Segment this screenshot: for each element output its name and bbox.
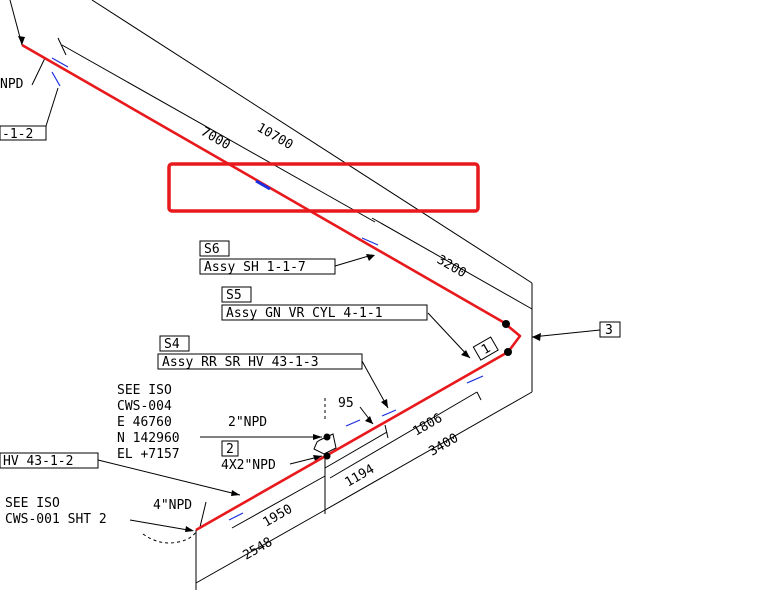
coord-n: N 142960 [117, 431, 180, 446]
tick-marks [51, 57, 484, 521]
fitting-node [323, 452, 331, 460]
ref-hv-label: HV 43-1-2 [3, 454, 73, 469]
dimension-lines [9, 0, 601, 590]
see-iso-label: SEE ISO [117, 383, 172, 398]
tag-s5: S5 [226, 288, 242, 303]
fitting-node [504, 348, 512, 356]
reducer-symbol [313, 433, 337, 455]
label-boxes [0, 125, 621, 469]
dim-2548: 2548 [241, 535, 276, 564]
ref-label: -1-2 [2, 127, 33, 142]
npd-2-label: 2"NPD [228, 415, 267, 430]
dim-3200: 3200 [434, 252, 469, 281]
cws-001-label: CWS-001 SHT 2 [5, 512, 107, 527]
pipe-run [21, 43, 522, 532]
dashed-arc [142, 531, 197, 544]
dim-95: 95 [338, 396, 354, 411]
fitting-node [502, 320, 510, 328]
arrowheads [18, 36, 541, 532]
dim-1950: 1950 [261, 502, 296, 531]
dim-10700: 10700 [254, 120, 295, 153]
assy-s4: Assy RR SR HV 43-1-3 [162, 355, 319, 370]
callout-2: 2 [226, 442, 234, 457]
flow-marker [255, 179, 271, 191]
dim-1806: 1806 [411, 411, 446, 440]
assy-s6: Assy SH 1-1-7 [204, 260, 306, 275]
highlight-box[interactable] [167, 162, 480, 213]
dim-1194: 1194 [343, 462, 378, 491]
cws-004-label: CWS-004 [117, 399, 172, 414]
tag-s6: S6 [204, 242, 220, 257]
npd-4-label: 4"NPD [153, 498, 192, 513]
npd-4x2-label: 4X2"NPD [221, 458, 276, 473]
see-iso-label-2: SEE ISO [5, 496, 60, 511]
callout-3: 3 [605, 323, 613, 338]
weld-callout-1: 1 [472, 336, 499, 361]
tag-s4: S4 [164, 337, 180, 352]
coord-el: EL +7157 [117, 447, 180, 462]
assy-s5: Assy GN VR CYL 4-1-1 [226, 306, 383, 321]
svg-text:1: 1 [479, 341, 493, 358]
dim-3400: 3400 [427, 431, 462, 460]
npd-label: NPD [0, 77, 24, 92]
coord-e: E 46760 [117, 415, 172, 430]
